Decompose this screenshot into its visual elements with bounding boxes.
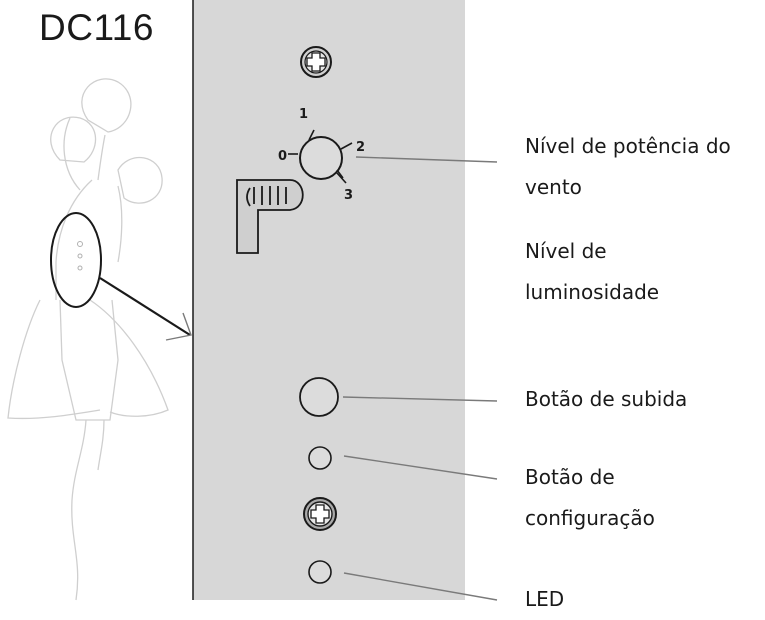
wind-level-icon [236, 179, 304, 254]
dial-label-0: 0 [278, 149, 287, 164]
leader-line-up-button [342, 396, 498, 402]
dial-label-1: 1 [299, 107, 308, 122]
connector-arrow [165, 312, 192, 341]
label-config-button-line1: Botão de [525, 465, 615, 489]
led-indicator [308, 560, 332, 584]
leader-line-config-button [343, 455, 498, 480]
label-wind-power-line1: Nível de potência do [525, 134, 731, 158]
magnifier-connector-line [99, 277, 191, 336]
dial-tick-2 [340, 142, 353, 150]
dial-tick-1 [308, 129, 315, 141]
up-button[interactable] [299, 377, 339, 417]
dial-label-2: 2 [356, 140, 365, 155]
label-config-button-line2: configuração [525, 506, 655, 530]
config-button[interactable] [308, 446, 332, 470]
label-led: LED [525, 587, 565, 611]
label-light-level-line1: Nível de [525, 239, 607, 263]
leader-line-wind [355, 156, 498, 163]
magnifier-detail [77, 241, 83, 271]
leader-lines [342, 156, 498, 601]
top-screw-icon [300, 46, 332, 78]
dial-label-3: 3 [344, 188, 353, 203]
leader-line-led [343, 572, 498, 601]
bottom-screw-icon [303, 497, 337, 531]
magnifier-ellipse [50, 212, 102, 308]
label-up-button: Botão de subida [525, 387, 688, 411]
dial-tick-3 [336, 172, 347, 184]
label-wind-power-line2: vento [525, 175, 582, 199]
label-light-level-line2: luminosidade [525, 280, 660, 304]
wind-sensor-sketch [7, 78, 169, 601]
wind-power-dial[interactable]: 0 1 2 3 [278, 107, 365, 203]
model-title: DC116 [39, 7, 154, 48]
